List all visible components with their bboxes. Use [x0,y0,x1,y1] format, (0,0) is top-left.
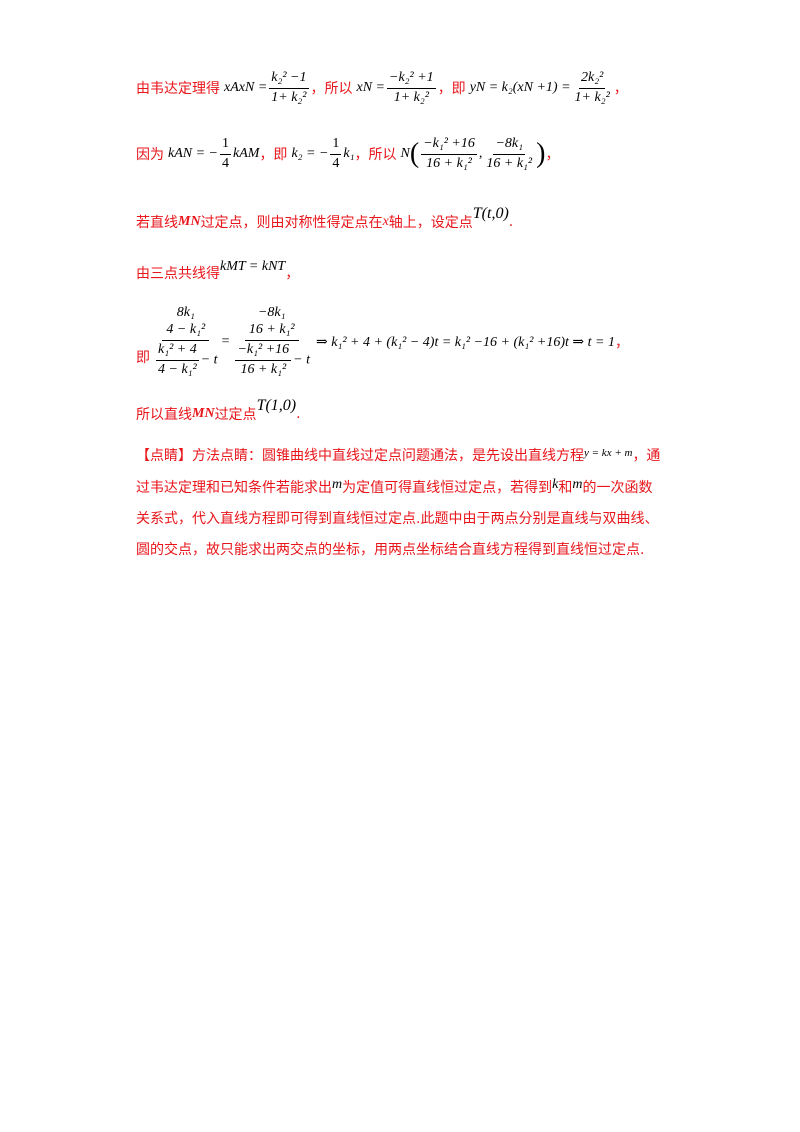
note-k: k [552,477,559,492]
eq-k1: k₁ [343,146,355,162]
eq-xn-den: 1+ k₂² [393,89,429,105]
rhs-bottom-fraction: −k₁² +16 16 + k₁² [235,342,292,379]
note-text-1: 方法点睛：圆锥曲线中直线过定点问题通法，是先设出直线方程 [192,448,584,464]
eq-kan-fraction: 1 4 [220,136,231,173]
lhs-minus-t: − t [200,352,218,368]
note-text-5: 的一次函数关系式，代入直线方程即可得到直线恒过定点.此题中由于两点分别是直线与双… [136,480,659,558]
collinear-eq: kMT = kNT [220,259,286,274]
conclusion-end: . [296,406,301,422]
slope-end: ， [545,147,560,164]
eq-yn-num: 2k₂² [579,70,606,89]
slope-sep1: ，即 [259,147,288,164]
vieta-sep2: ，即 [437,81,466,98]
n-y-num: −8k₁ [493,136,525,155]
rhs-top-den: 16 + k₁² [248,322,295,338]
assumption-mn: MN [178,214,201,229]
slope-sep2: ，所以 [354,147,397,164]
lhs-complex-fraction: 8k₁ 4 − k₁² k₁² + 4 4 − k₁² − t [152,305,220,378]
eq-k2-fraction: 1 4 [330,136,342,173]
equals-sign: = [221,334,230,349]
eq-xn-num: −k₂² +1 [387,70,436,89]
eq-xaxn-num: k₂² −1 [269,70,309,89]
conclusion-line: 所以直线 MN 过定点 T(1,0) . [136,397,301,424]
point-t: T(t,0) [472,205,509,222]
n-x-den: 16 + k₁² [426,155,472,171]
conclusion-text-a: 所以直线 [136,407,192,423]
eq-yn-lhs: yN = k₂(xN +1) = [469,80,571,96]
point-n-label: N [400,146,410,162]
rhs-bot-num: −k₁² +16 [235,342,292,361]
eq-xaxn-lhs: xAxN = [224,80,268,96]
assumption-end: . [508,214,514,230]
solve-end: ， [615,335,629,351]
assumption-x: x [382,214,389,229]
note-eq-line: y = kx + m [584,447,633,459]
lhs-top-den: 4 − k₁² [166,322,206,338]
n-x-fraction: −k₁² +16 16 + k₁² [421,136,477,173]
vieta-end: ， [613,81,628,98]
rhs-minus-t: − t [293,352,311,368]
eq-k2: k₂ = − [291,146,329,162]
lhs-bottom: k₁² + 4 4 − k₁² − t [152,341,220,379]
lhs-bottom-fraction: k₁² + 4 4 − k₁² [156,342,199,379]
rhs-top: −8k₁ 16 + k₁² [244,305,299,341]
conclusion-point: T(1,0) [256,397,297,414]
eq-yn-den: 1+ k₂² [574,89,610,105]
slope-line: 因为 kAN = − 1 4 kAM ，即 k₂ = − 1 4 k₁ ，所以 … [136,136,559,173]
lhs-bot-den: 4 − k₁² [158,361,197,377]
assumption-text-b: 过定点，则由对称性得定点在 [200,215,383,231]
rhs-top-num: −8k₁ [257,305,286,321]
note-text-4: 和 [558,480,573,496]
rhs-complex-fraction: −8k₁ 16 + k₁² −k₁² +16 16 + k₁² − t [231,305,312,378]
eq-xaxn-fraction: k₂² −1 1+ k₂² [269,70,309,107]
right-paren: ) [536,138,546,170]
n-y-den: 16 + k₁² [486,155,533,171]
note-m1: m [332,477,343,492]
rhs-bot-den: 16 + k₁² [240,361,287,377]
assumption-text-a: 若直线 [136,215,178,231]
eq-xn-fraction: −k₂² +1 1+ k₂² [387,70,436,107]
note-m2: m [572,477,583,492]
note-tag: 【点睛】 [136,448,192,464]
collinear-end: ， [285,266,300,282]
slope-prefix: 因为 [136,147,164,164]
eq-yn-fraction: 2k₂² 1+ k₂² [573,70,612,107]
conclusion-text-b: 过定点 [214,407,257,423]
rhs-top-fraction: −8k₁ 16 + k₁² [249,305,295,339]
eq-kan: kAN = − [168,146,218,162]
n-x-num: −k₁² +16 [421,136,477,155]
note-text-3: 为定值可得直线恒过定点，若得到 [342,480,553,496]
lhs-bot-num: k₁² + 4 [156,342,199,361]
method-note: 【点睛】方法点睛：圆锥曲线中直线过定点问题通法，是先设出直线方程y = kx +… [136,441,666,566]
eq-xaxn-den: 1+ k₂² [271,89,307,105]
eq-kan-num: 1 [220,136,231,155]
rhs-bottom: −k₁² +16 16 + k₁² − t [231,341,312,379]
eq-k2-den: 4 [332,155,340,171]
vieta-sep1: ，所以 [310,81,353,98]
left-paren: ( [409,138,420,170]
lhs-top: 8k₁ 4 − k₁² [162,305,210,341]
solve-chain: ⇒ k₁² + 4 + (k₁² − 4)t = k₁² −16 + (k₁² … [316,334,615,350]
comma: , [478,146,483,162]
assumption-text-c: 轴上，设定点 [388,215,473,231]
eq-kam: kAM [233,146,260,162]
eq-xn-lhs: xN = [356,80,386,96]
vieta-line: 由韦达定理得 xAxN = k₂² −1 1+ k₂² ，所以 xN = −k₂… [136,70,628,107]
fixed-point-assumption: 若直线 MN 过定点，则由对称性得定点在 x 轴上，设定点 T(t,0) . [136,205,514,232]
note-text-2: ，通过韦达定理和已知条件若能求出 [136,448,661,496]
eq-k2-num: 1 [330,136,342,155]
eq-kan-den: 4 [222,155,229,171]
lhs-top-fraction: 8k₁ 4 − k₁² [166,305,205,339]
n-y-fraction: −8k₁ 16 + k₁² [484,136,534,173]
collinear-line: 由三点共线得 kMT = kNT ， [136,259,300,283]
solve-prefix: 即 [136,350,150,366]
conclusion-mn: MN [192,406,215,421]
solve-line: 即 8k₁ 4 − k₁² k₁² + 4 4 − k₁² − t = −8k₁… [136,305,629,378]
vieta-prefix: 由韦达定理得 [136,81,220,98]
lhs-top-num: 8k₁ [176,305,195,321]
collinear-text: 由三点共线得 [136,266,220,282]
